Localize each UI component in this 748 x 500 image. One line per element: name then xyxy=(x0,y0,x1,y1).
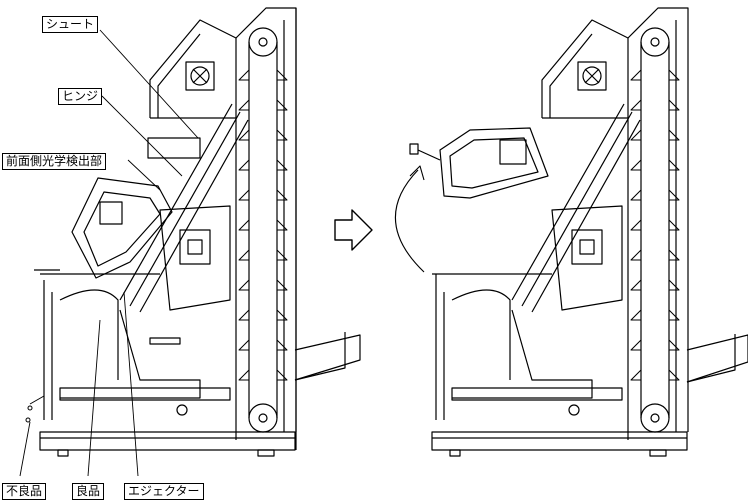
right-hopper xyxy=(541,19,629,119)
right-conveyor-belt xyxy=(630,27,680,433)
left-conveyor-belt xyxy=(238,27,288,433)
left-elevator-frame xyxy=(235,7,297,450)
right-front-sensor-open xyxy=(409,127,549,199)
label-front-sensor: 前面側光学検出部 xyxy=(2,153,107,170)
label-chute: シュート xyxy=(42,16,99,33)
right-base xyxy=(431,334,748,457)
left-rear-sensor xyxy=(159,205,231,311)
left-front-sensor xyxy=(71,177,173,279)
right-machine xyxy=(394,7,748,457)
label-good: 良品 xyxy=(72,483,105,500)
right-belt-buckets xyxy=(630,69,680,381)
label-hinge: ヒンジ xyxy=(58,88,103,105)
right-separator xyxy=(432,273,623,420)
right-rear-sensor xyxy=(551,205,623,311)
state-arrow xyxy=(334,209,373,251)
label-reject: 不良品 xyxy=(2,483,47,500)
leader-lines xyxy=(19,29,199,477)
right-swing-arc xyxy=(394,165,425,273)
left-separator xyxy=(34,269,231,420)
label-ejector: エジェクター xyxy=(124,483,204,500)
right-elevator-frame xyxy=(627,7,689,440)
left-reject-drops xyxy=(25,395,45,423)
left-base xyxy=(39,332,361,457)
right-chute xyxy=(511,103,641,313)
left-machine xyxy=(25,7,361,457)
left-hopper xyxy=(147,19,237,159)
left-chute xyxy=(119,103,249,313)
left-belt-buckets xyxy=(238,69,288,381)
